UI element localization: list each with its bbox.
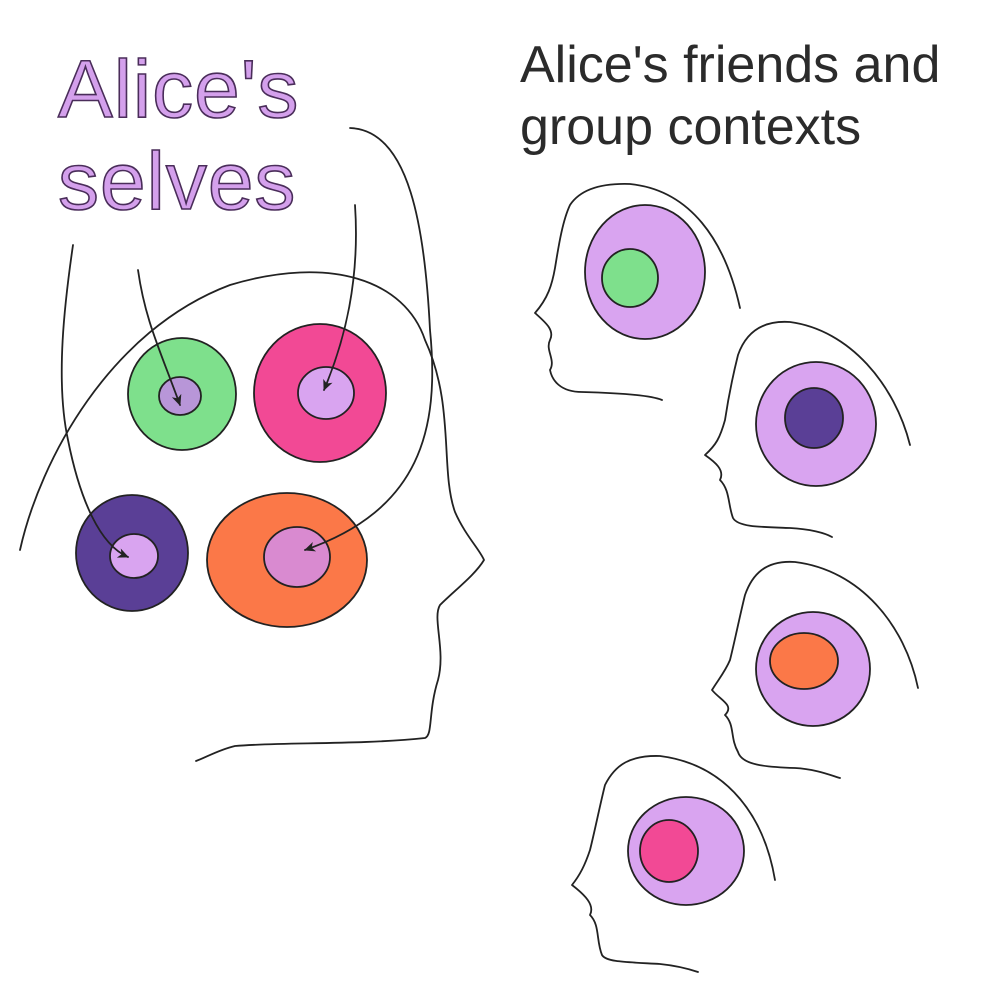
self-green-group bbox=[127, 337, 237, 451]
friend-3 bbox=[711, 561, 919, 779]
arrow-to-indigo-self bbox=[60, 244, 129, 558]
friend-1-core bbox=[601, 248, 659, 308]
self-pink-group bbox=[253, 323, 387, 463]
friend-1-head-outline bbox=[534, 183, 741, 401]
friend-4-core bbox=[639, 819, 699, 883]
friend-4 bbox=[571, 755, 776, 973]
alice-head-outline bbox=[19, 271, 485, 762]
friends-heading-line2: group contexts bbox=[520, 98, 862, 156]
self-indigo-group bbox=[75, 494, 189, 612]
self-orange-core bbox=[263, 526, 331, 588]
friend-2 bbox=[704, 321, 911, 538]
friend-3-head-outline bbox=[711, 561, 919, 779]
arrow-to-green-self bbox=[137, 269, 182, 406]
friend-2-head-outline bbox=[704, 321, 911, 538]
selves-heading-line1: Alice's bbox=[57, 43, 300, 136]
arrow-to-orange-self bbox=[304, 127, 434, 552]
friend-3-core bbox=[769, 632, 839, 690]
friend-4-head-outline bbox=[571, 755, 776, 973]
friend-2-core bbox=[784, 387, 844, 449]
friends-heading-line1: Alice's friends and bbox=[520, 36, 941, 94]
selves-heading: Alice's selves bbox=[57, 43, 358, 228]
selves-heading-line2: selves bbox=[57, 135, 297, 228]
self-green-core bbox=[158, 376, 202, 416]
self-indigo-core bbox=[109, 533, 159, 579]
self-pink-core bbox=[297, 366, 355, 420]
friends-heading: Alice's friends and group contexts bbox=[520, 34, 990, 158]
arrow-to-pink-self bbox=[323, 204, 357, 391]
self-orange-group bbox=[206, 492, 368, 628]
friend-1 bbox=[534, 183, 741, 401]
